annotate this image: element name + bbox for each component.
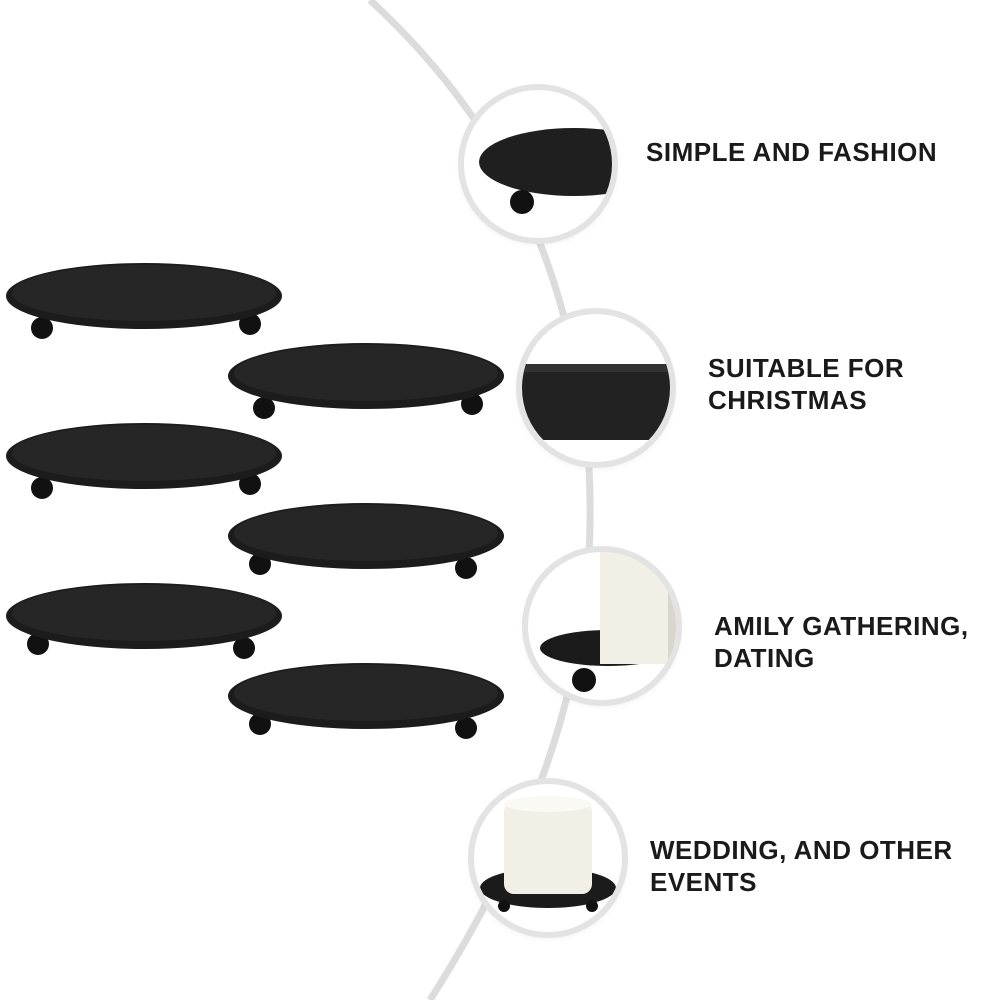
feature-text-line1: SIMPLE AND FASHION <box>646 137 938 167</box>
plate-surface-closeup-icon <box>522 314 670 462</box>
candle-plate <box>6 423 282 499</box>
candle-plate <box>228 663 504 739</box>
feature-text-line1: SUITABLE FOR <box>708 353 905 383</box>
feature-family-gathering: AMILY GATHERING, DATING <box>714 610 969 674</box>
candle-plate <box>6 263 282 339</box>
feature-text-line2: EVENTS <box>650 867 758 897</box>
candle-on-plate-closeup-icon <box>528 552 676 700</box>
feature-text-line2: CHRISTMAS <box>708 385 868 415</box>
candle-plate <box>228 343 504 419</box>
feature-text-line2: DATING <box>714 643 815 673</box>
plate-edge-closeup-icon <box>464 90 612 238</box>
feature-simple-fashion: SIMPLE AND FASHION <box>646 136 937 168</box>
feature-christmas: SUITABLE FOR CHRISTMAS <box>708 352 904 416</box>
feature-text-line1: WEDDING, AND OTHER <box>650 835 953 865</box>
pillar-candle-closeup-icon <box>474 784 622 932</box>
feature-wedding-events: WEDDING, AND OTHER EVENTS <box>650 834 953 898</box>
feature-text-line1: AMILY GATHERING, <box>714 611 969 641</box>
candle-plate <box>228 503 504 579</box>
candle-plate <box>6 583 282 659</box>
